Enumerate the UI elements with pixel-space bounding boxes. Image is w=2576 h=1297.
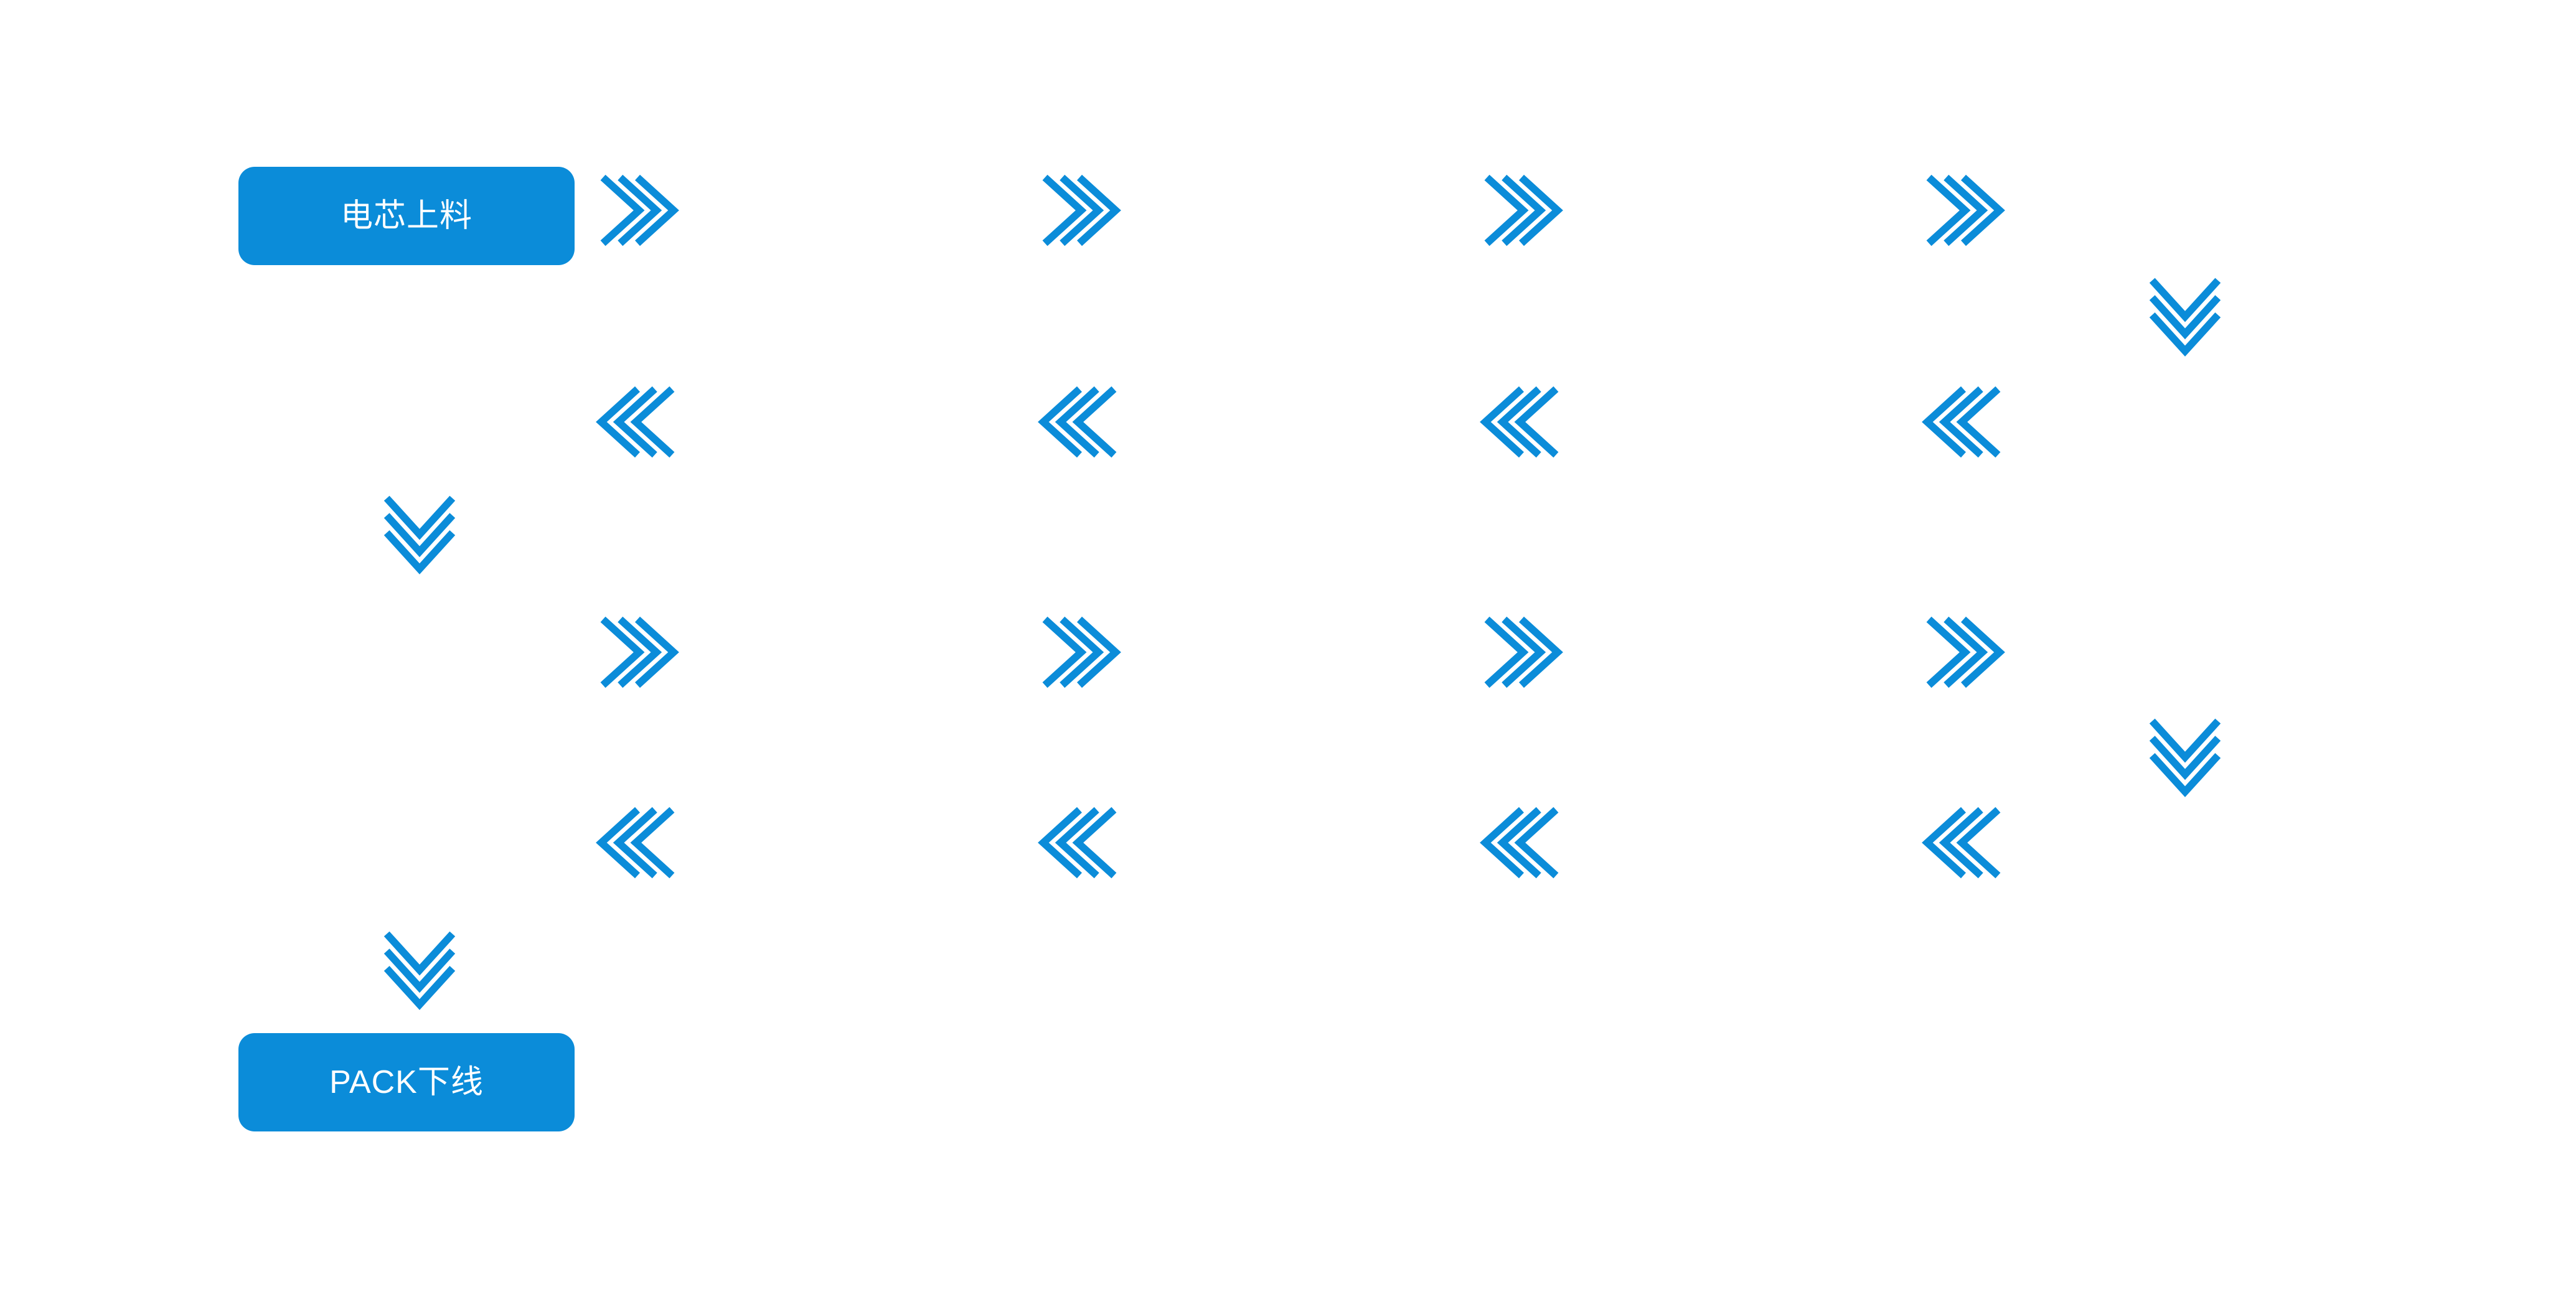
chevron-left-triple-icon [1922,381,2005,463]
process-node-start[interactable]: 电芯上料 [238,167,575,265]
chevron-left-triple-icon [1480,381,1563,463]
chevron-down-triple-icon [378,927,461,1010]
chevron-left-triple-icon [1922,802,2005,884]
chevron-right-triple-icon [596,169,679,251]
process-node-label: PACK下线 [329,1064,484,1100]
chevron-right-triple-icon [1922,169,2005,251]
chevron-left-triple-icon [1038,381,1121,463]
chevron-down-triple-icon [2144,274,2226,357]
chevron-down-triple-icon [378,492,461,574]
chevron-left-triple-icon [596,381,679,463]
chevron-left-triple-icon [596,802,679,884]
chevron-right-triple-icon [1038,169,1121,251]
chevron-right-triple-icon [1038,611,1121,693]
chevron-right-triple-icon [1922,611,2005,693]
chevron-right-triple-icon [596,611,679,693]
process-node-end[interactable]: PACK下线 [238,1033,575,1131]
chevron-left-triple-icon [1480,802,1563,884]
chevron-down-triple-icon [2144,714,2226,797]
chevron-left-triple-icon [1038,802,1121,884]
chevron-right-triple-icon [1480,169,1563,251]
process-node-label: 电芯上料 [340,198,472,234]
chevron-right-triple-icon [1480,611,1563,693]
